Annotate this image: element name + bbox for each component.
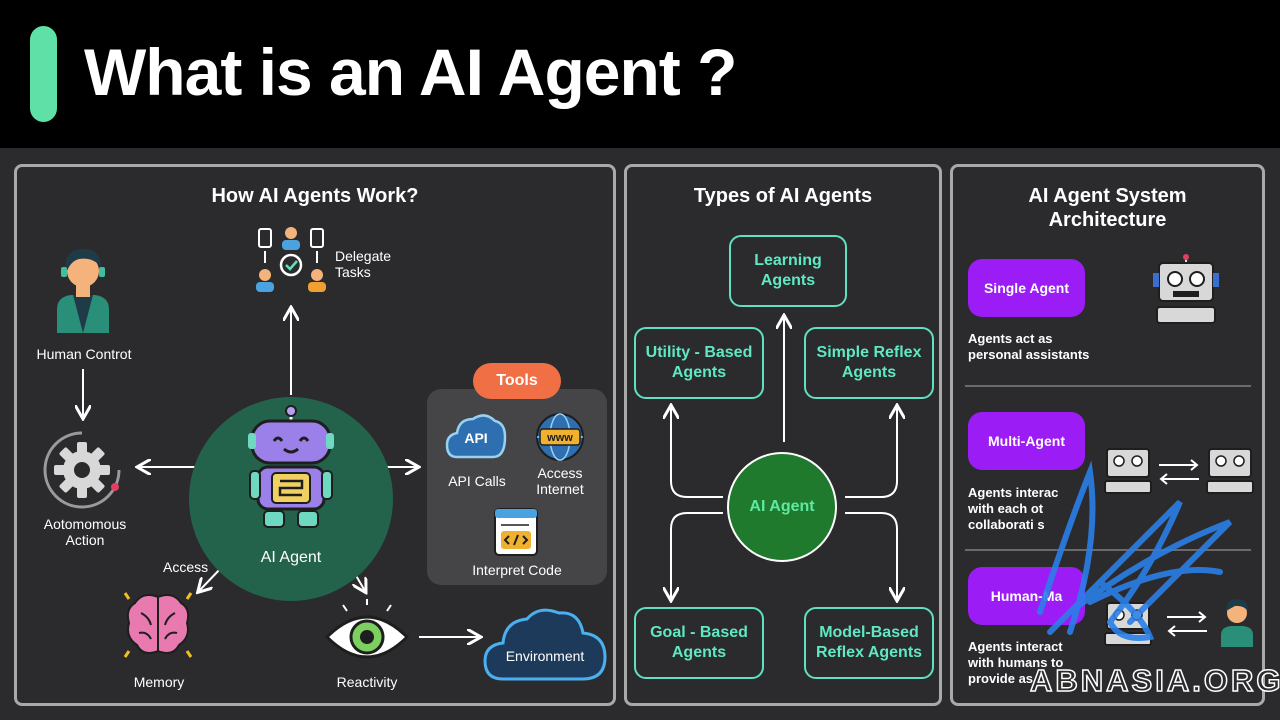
brain-icon [123,592,193,658]
human-desc-2: with humans to [968,655,1064,670]
api-icon-text: API [464,430,487,446]
learning-line-2: Agents [760,272,816,289]
gear-icon [43,431,121,509]
code-icon [494,508,538,556]
memory-label: Memory [133,674,185,690]
interpret-code-label: Interpret Code [472,562,562,578]
watermark-text: ABNASIA.ORG [1029,662,1280,699]
delegate-label-2: Tasks [335,264,371,280]
goal-line-2: Agents [671,644,727,661]
divider [965,385,1251,387]
delegate-tasks-icon [256,227,326,292]
model-reflex-line-1: Model-Based [819,624,919,641]
accent-bar [30,26,57,122]
utility-line-2: Agents [671,364,727,381]
header: What is an AI Agent ? [0,0,1280,148]
panel-title: Types of AI Agents [693,185,873,207]
human-desc-1: Agents interact [968,639,1063,654]
human-icon [57,249,109,333]
autonomous-label-1: Aotomomous [43,516,127,532]
globe-icon: www [536,413,584,461]
www-icon-text: www [546,432,573,444]
human-desc-3: provide as [968,671,1034,686]
delegate-label-1: Delegate [335,248,392,264]
simple-reflex-line-1: Simple Reflex [816,344,922,361]
utility-line-1: Utility - Based [645,344,753,361]
panel-title-line-2: Architecture [1048,209,1167,231]
ai-agent-center-node: AI Agent [727,452,837,562]
type-arrows [627,167,945,709]
panel-title: How AI Agents Work? [211,185,419,207]
ai-agent-label: AI Agent [260,549,322,566]
robot-icon [248,405,334,528]
learning-line-1: Learning [754,252,822,269]
goal-line-1: Goal - Based [650,624,748,641]
watermark-logo-icon [1037,460,1233,641]
panel-title-line-1: AI Agent System [1028,185,1187,207]
tools-badge: Tools [473,363,561,399]
multi-desc-3: collaborati s [968,517,1045,532]
api-calls-label: API Calls [448,473,506,489]
divider [965,549,1251,551]
exchange-arrows-icon [1167,611,1207,637]
simple-reflex-line-2: Agents [841,364,897,381]
multi-robot-icon-2 [1206,448,1254,494]
how-agents-work-panel: How AI Agents Work? Delegate [14,164,616,706]
multi-agent-badge: Multi-Agent [968,412,1085,470]
multi-robot-icon-1 [1104,448,1152,494]
multi-desc-1: Agents interac [968,485,1059,500]
single-robot-icon [1153,254,1219,324]
human-control-label: Human Controt [36,346,132,362]
person-icon [1221,599,1253,647]
autonomous-label-2: Action [65,532,105,548]
api-cloud-icon: API [445,414,507,459]
multi-desc-2: with each ot [968,501,1044,516]
model-reflex-line-2: Reflex Agents [815,644,923,661]
page-title: What is an AI Agent ? [84,35,737,109]
access-label: Access [163,559,209,575]
environment-label: Environment [505,648,585,664]
eye-icon [324,599,410,659]
access-internet-label-2: Internet [536,481,584,497]
access-internet-label-1: Access [537,465,583,481]
cloud-icon [483,608,607,681]
single-desc-2: personal assistants [968,347,1090,362]
exchange-arrows-icon [1159,459,1199,485]
single-desc-1: Agents act as [968,331,1053,346]
single-agent-badge: Single Agent [968,259,1085,317]
reactivity-label: Reactivity [336,674,398,690]
